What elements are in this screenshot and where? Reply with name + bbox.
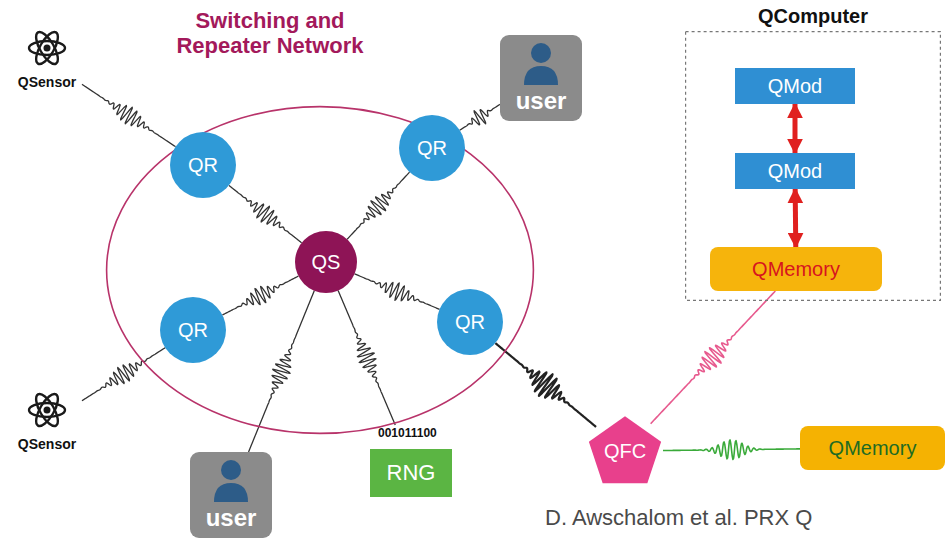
node-outline — [27, 390, 67, 430]
photon-link — [663, 440, 800, 460]
atom-orbit — [32, 391, 62, 429]
text-area: QFC — [587, 414, 663, 488]
node-circle: QR — [399, 115, 465, 181]
node-circle: QR — [160, 297, 226, 363]
node-circle: QS — [295, 231, 357, 293]
photon-link — [651, 291, 776, 424]
converter-pentagon: QFC — [587, 414, 663, 488]
photon-link — [355, 274, 440, 309]
atom-nucleus — [44, 407, 51, 414]
node-circle: QR — [170, 132, 236, 198]
node-label: QS — [312, 251, 341, 274]
text-area: QR — [160, 297, 226, 363]
photon-link — [249, 291, 315, 452]
sensor-node: QSensor — [12, 28, 82, 94]
text-area: QR — [399, 115, 465, 181]
box-outline — [710, 247, 882, 291]
box-outline — [370, 449, 452, 497]
memory-box: QMemory — [800, 426, 945, 470]
box-outline — [190, 452, 272, 538]
node-heading: 001011100 — [378, 427, 454, 441]
node-label: QMemory — [829, 437, 917, 460]
node-label: QMemory — [752, 258, 840, 281]
node-label: RNG — [370, 449, 452, 497]
network-ellipse: Switching and Repeater NetworkQR QR QS QR QR — [105, 8, 535, 440]
person-head — [221, 460, 241, 480]
photon-link — [222, 276, 298, 315]
user-box: user — [500, 35, 582, 121]
text-area: QR — [437, 289, 503, 355]
node-heading: QComputer — [683, 5, 943, 28]
person-icon — [211, 458, 251, 502]
sensor-node: QSensor — [12, 390, 82, 456]
text-area: QR — [170, 132, 236, 198]
atom-orbit — [29, 41, 65, 55]
person-icon — [521, 41, 561, 85]
node-heading: QSensor — [12, 436, 82, 452]
pentagon-outline — [589, 416, 661, 483]
bidirectional-arrow — [793, 189, 799, 247]
module-box: QMod — [735, 68, 855, 104]
photon-link — [460, 104, 500, 130]
circle-outline — [295, 231, 357, 293]
circle-outline — [399, 115, 465, 181]
circle-outline — [170, 132, 236, 198]
atom-orbit — [29, 403, 65, 417]
node-heading: Switching and Repeater Network — [155, 8, 385, 59]
text-area: QMemory — [800, 426, 945, 470]
atom-nucleus — [44, 45, 51, 52]
node-label: QMod — [768, 160, 822, 183]
photon-link — [229, 185, 302, 242]
rng-box: 001011100RNG — [368, 425, 454, 499]
atom-orbit — [32, 391, 62, 429]
atom-orbit — [32, 29, 62, 67]
node-heading: QSensor — [12, 74, 82, 90]
node-label: QR — [455, 311, 485, 334]
photon-link — [338, 291, 395, 425]
person-body — [524, 66, 558, 85]
circle-outline — [160, 297, 226, 363]
node-heading: user — [500, 87, 582, 115]
person-body — [214, 483, 248, 502]
box-outline — [735, 153, 855, 189]
photon-link — [495, 343, 596, 427]
module-box: QMod — [735, 153, 855, 189]
text-area: QMod — [735, 68, 855, 104]
citation-caption: D. Awschalom et al. PRX Q — [545, 505, 812, 531]
text-area: QS — [295, 231, 357, 293]
user-box: user — [190, 452, 272, 538]
computer-box: QComputerQModQModQMemory — [683, 5, 943, 303]
node-label: QR — [188, 154, 218, 177]
photon-link — [82, 84, 176, 146]
ellipse-outline — [107, 107, 534, 434]
node-label: QR — [417, 137, 447, 160]
node-label: QMod — [768, 75, 822, 98]
box-outline — [735, 68, 855, 104]
text-area: QMod — [735, 153, 855, 189]
box-outline — [800, 426, 945, 470]
node-label: QR — [178, 319, 208, 342]
photon-link — [347, 172, 409, 239]
node-label: QFC — [604, 440, 646, 463]
circle-outline — [437, 289, 503, 355]
node-outline — [27, 28, 67, 68]
node-circle: QR — [437, 289, 503, 355]
photon-link — [82, 348, 165, 401]
person-head — [531, 43, 551, 63]
atom-orbit — [32, 29, 62, 67]
box-outline — [686, 32, 941, 301]
memory-box: QMemory — [710, 247, 882, 291]
node-heading: user — [190, 504, 272, 532]
bidirectional-arrow — [793, 104, 798, 153]
text-area: QMemory — [710, 247, 882, 291]
box-outline — [500, 35, 582, 121]
